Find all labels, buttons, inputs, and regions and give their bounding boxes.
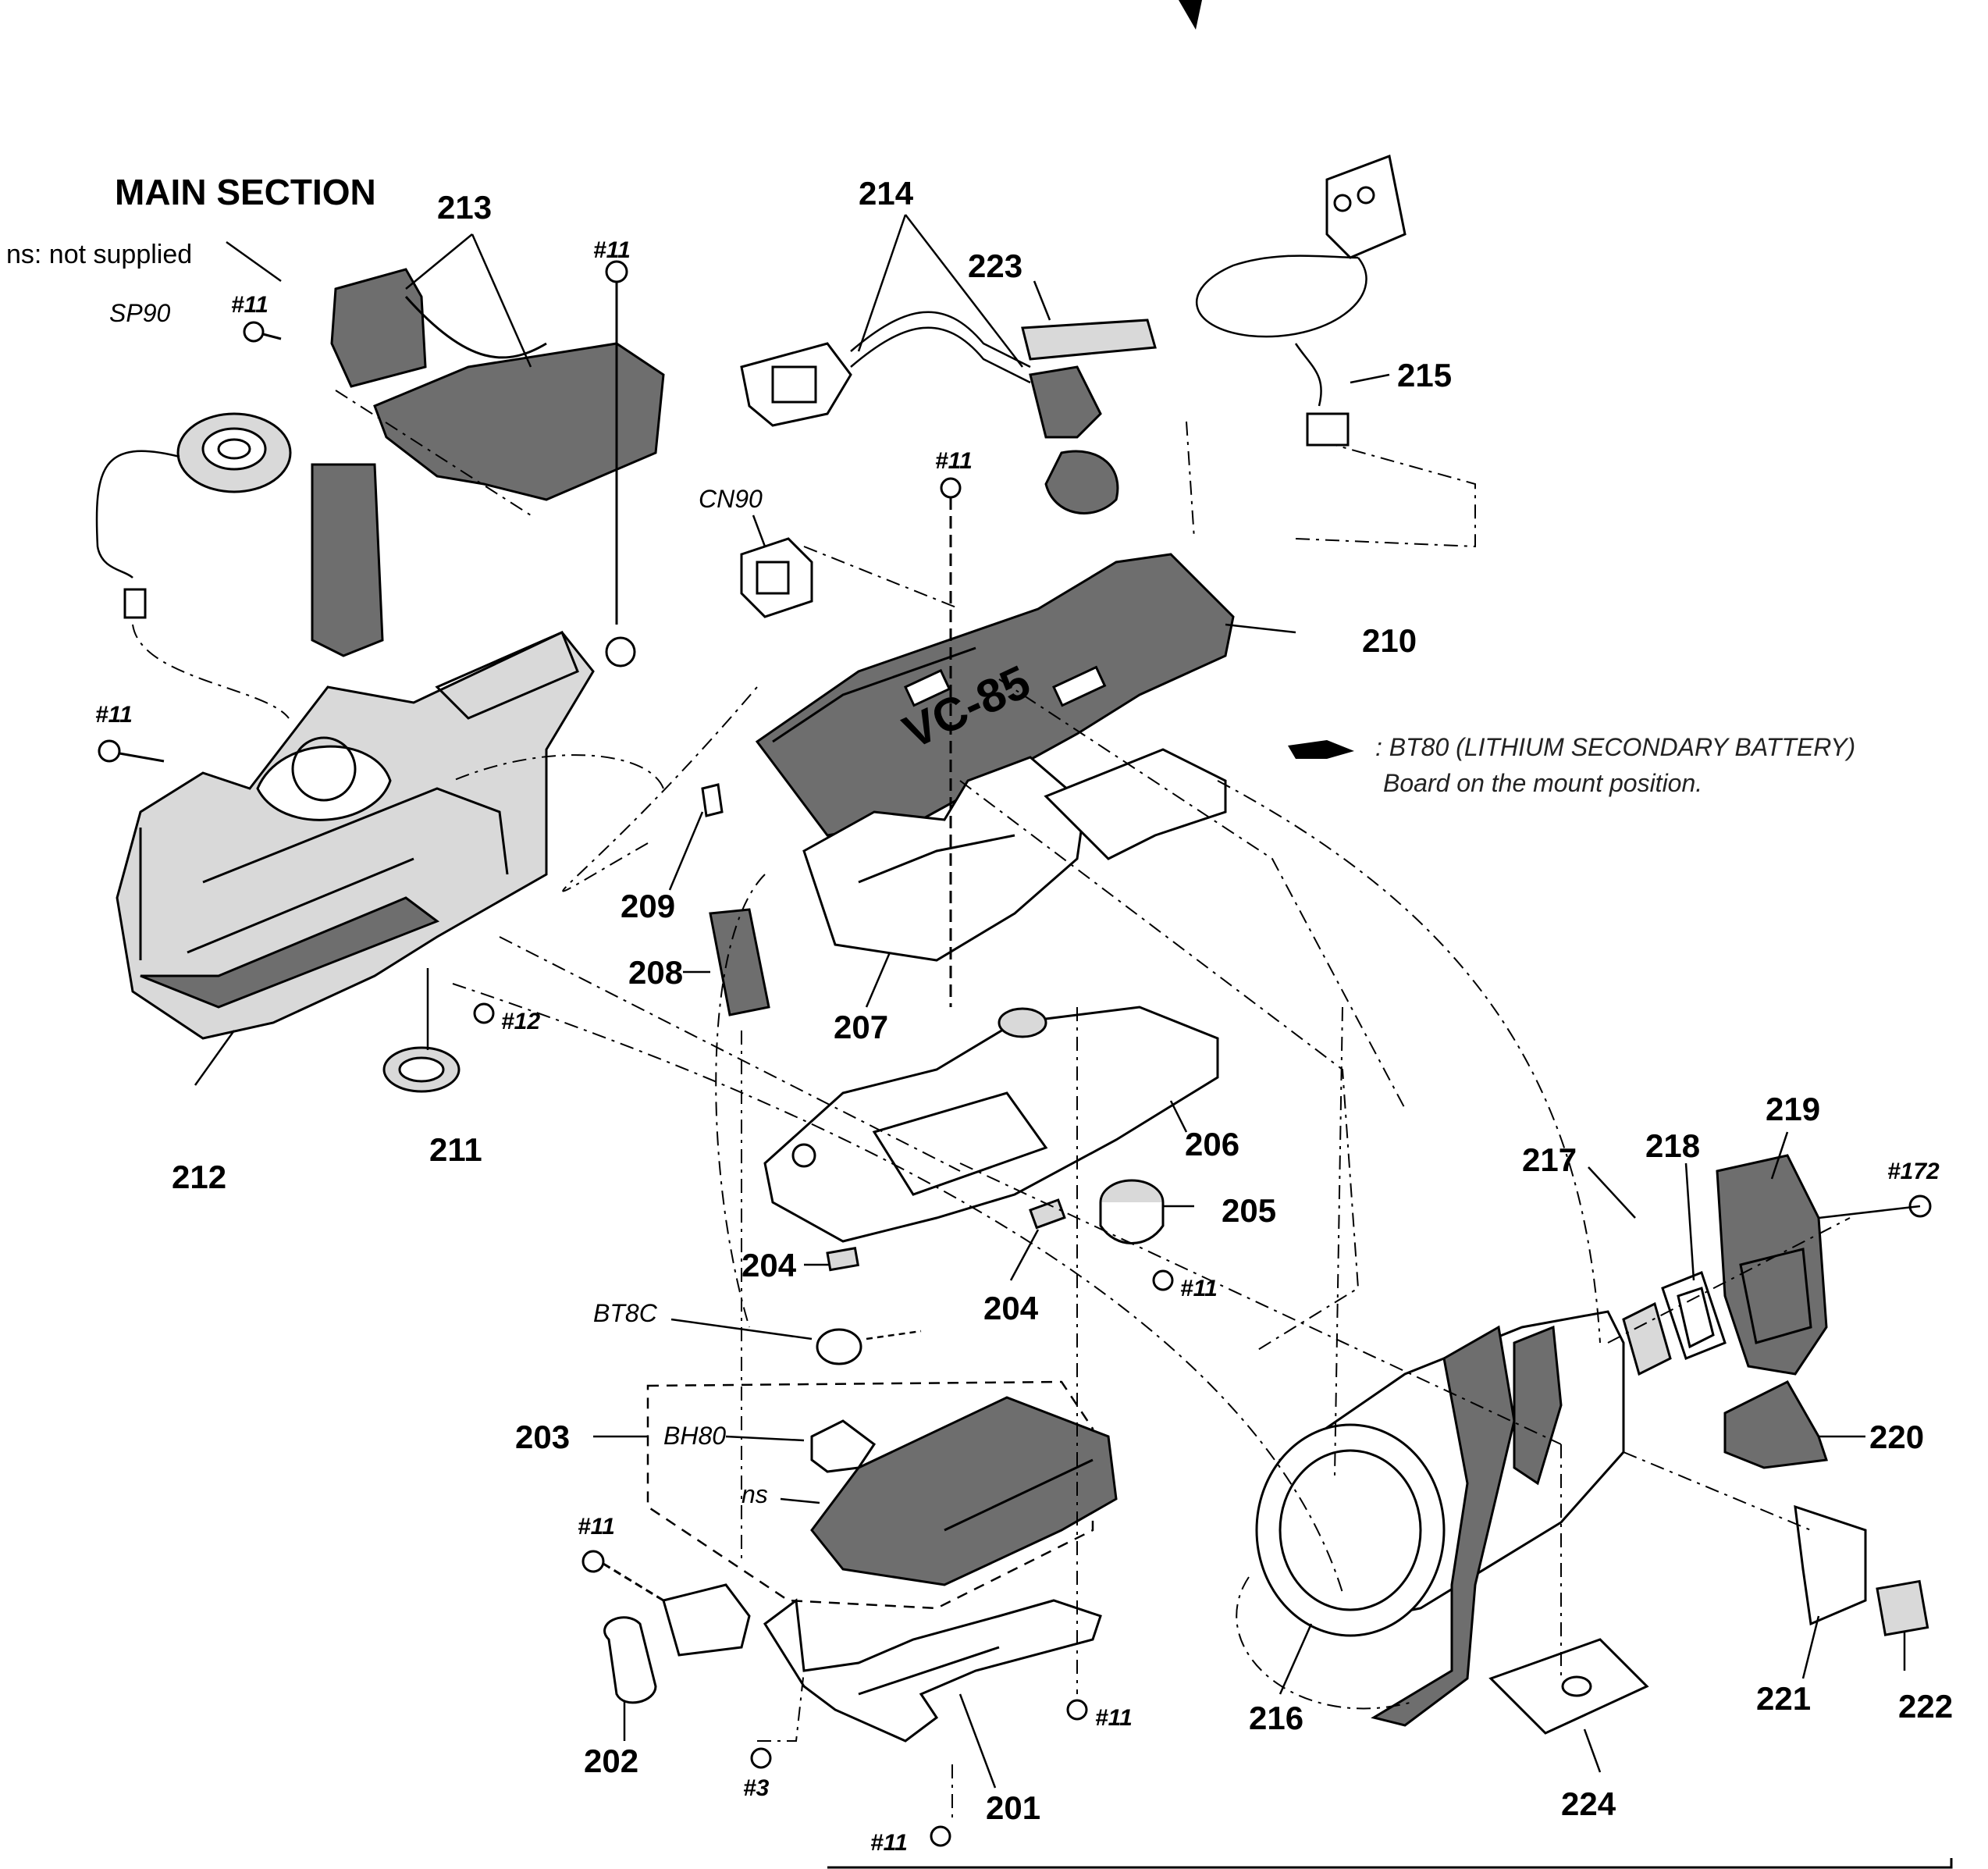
screw-icon-s3: [750, 1747, 772, 1769]
screw-label-s11a: #11: [231, 292, 269, 318]
screw-icon-s11d: [940, 477, 962, 1007]
part-213-switch-block: [311, 268, 665, 657]
ref-sp90: SP90: [109, 299, 170, 327]
screw-icon-s11a: [243, 321, 282, 343]
label-210: 210: [1362, 622, 1417, 659]
part-209-sheet: [701, 783, 724, 817]
screw-label-s11g: #11: [1095, 1705, 1133, 1731]
screw-icon-s11g: [1066, 1699, 1088, 1721]
label-202: 202: [584, 1743, 638, 1779]
battery-symbol-icon: [1288, 740, 1354, 759]
label-209: 209: [621, 888, 675, 924]
battery-note-line2: Board on the mount position.: [1383, 769, 1702, 797]
part-210-main-board: VC-85: [755, 553, 1235, 837]
part-211-ring: [382, 1046, 461, 1093]
part-216-lens-block: [1255, 1310, 1625, 1727]
screw-label-s11b: #11: [593, 237, 631, 263]
ref-ns: ns: [741, 1480, 768, 1508]
label-212: 212: [172, 1159, 226, 1195]
screw-label-s11f: #11: [578, 1514, 615, 1540]
part-201-plate: [763, 1598, 1102, 1743]
part-217-filter: [1622, 1301, 1672, 1376]
screw-icon-s11f: [581, 1550, 664, 1602]
part-204-pad-a: [826, 1247, 860, 1272]
part-220-flex: [1723, 1380, 1829, 1469]
part-208-sheet: [709, 908, 770, 1016]
screw-label-s11e: #11: [1180, 1276, 1218, 1301]
leader-lines: [194, 214, 1921, 1789]
screw-icon-s11e: [1152, 1269, 1174, 1291]
ref-bh80: BH80: [663, 1422, 726, 1450]
label-215: 215: [1397, 357, 1452, 393]
screw-label-s11d: #11: [935, 448, 973, 474]
label-208: 208: [628, 954, 683, 991]
label-204b: 204: [983, 1290, 1039, 1326]
part-204-pad-b: [1029, 1198, 1066, 1230]
label-224: 224: [1561, 1785, 1616, 1822]
label-219: 219: [1766, 1091, 1820, 1127]
section-title: MAIN SECTION: [115, 172, 376, 212]
label-213: 213: [437, 189, 492, 226]
top-marker: [1179, 0, 1202, 30]
label-204a: 204: [741, 1247, 797, 1283]
part-224-sheet: [1488, 1638, 1649, 1735]
screw-icon-s12: [473, 1002, 495, 1024]
label-211: 211: [429, 1131, 482, 1168]
battery-note-line1: : BT80 (LITHIUM SECONDARY BATTERY): [1375, 733, 1855, 761]
label-216: 216: [1249, 1700, 1303, 1736]
screw-icon-s11b: [605, 260, 628, 625]
legend-not-supplied: ns: not supplied: [6, 240, 192, 269]
label-222: 222: [1898, 1688, 1953, 1725]
label-205: 205: [1222, 1192, 1276, 1229]
label-203: 203: [515, 1419, 570, 1455]
label-201: 201: [986, 1789, 1040, 1826]
cn90-connector: [740, 537, 813, 618]
alignment-lines: [132, 390, 1851, 1819]
label-206: 206: [1185, 1126, 1239, 1162]
part-221-sheet: [1794, 1504, 1867, 1626]
page-bottom-rule: [827, 1858, 1953, 1869]
label-221: 221: [1756, 1680, 1811, 1717]
sp90-speaker: [95, 412, 292, 619]
part-203-group-outline: [646, 1380, 1094, 1610]
part-202-bracket: [603, 1583, 751, 1704]
ref-bt80: BT8C: [593, 1299, 658, 1327]
screw-label-s3: #3: [743, 1775, 770, 1801]
label-220: 220: [1869, 1419, 1924, 1455]
part-203-board: [810, 1396, 1118, 1586]
part-219-ccd-block: [1716, 1154, 1828, 1376]
screw-label-s11h: #11: [870, 1830, 908, 1856]
screw-label-s12: #12: [501, 1009, 540, 1034]
part-214-flex-cable: [740, 311, 1119, 514]
bt80-battery: [816, 1328, 922, 1365]
label-217: 217: [1522, 1141, 1577, 1178]
label-214: 214: [859, 175, 914, 212]
part-215-cable: [1196, 154, 1407, 447]
ref-cn90: CN90: [699, 485, 763, 513]
part-212-cabinet-frame: [116, 631, 636, 1040]
part-207-shield: [802, 748, 1227, 962]
part-218-frame: [1661, 1271, 1727, 1360]
part-222-block: [1876, 1579, 1929, 1636]
part-223-sheet: [1021, 319, 1157, 361]
label-207: 207: [834, 1009, 888, 1045]
screw-label-s11c: #11: [95, 702, 133, 728]
label-218: 218: [1645, 1127, 1700, 1164]
label-223: 223: [968, 247, 1022, 284]
part-205-motor: [1099, 1179, 1165, 1244]
screw-label-s172: #172: [1887, 1159, 1940, 1184]
screw-icon-s11h: [930, 1825, 951, 1847]
screw-icon-s11c: [98, 739, 165, 763]
part-206-frame: [763, 1006, 1219, 1243]
